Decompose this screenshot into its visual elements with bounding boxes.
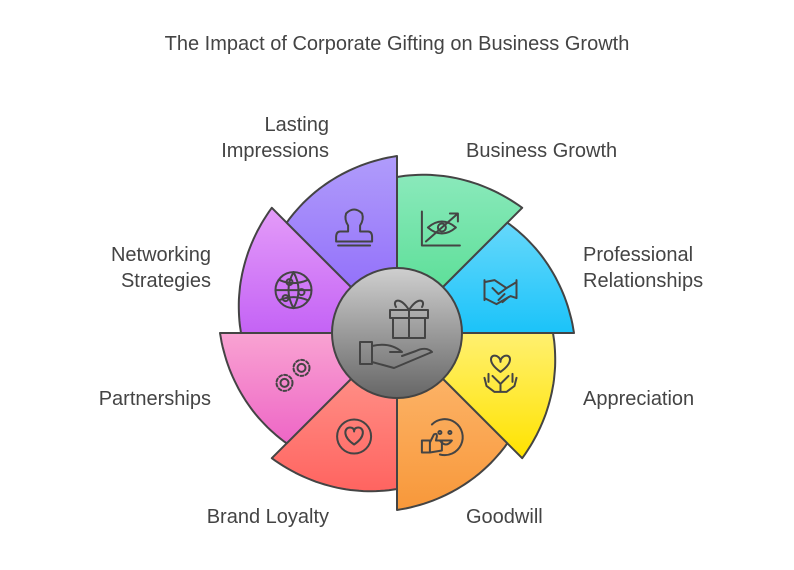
label-goodwill: Goodwill [466, 506, 543, 528]
hands-heart-icon [483, 354, 518, 393]
gift-in-hand-icon [359, 299, 433, 369]
label-partnerships: Partnerships [98, 388, 211, 410]
gears-icon [275, 358, 311, 392]
smile-thumbs-up-icon [420, 418, 464, 457]
globe-network-icon [274, 271, 313, 310]
label-professional-relationships: Professional Relationships [583, 244, 704, 292]
heart-circle-icon [336, 418, 373, 455]
center-hub [331, 267, 463, 399]
handshake-icon [483, 279, 518, 306]
label-appreciation: Appreciation [583, 388, 695, 410]
label-business-growth: Business Growth [466, 140, 618, 162]
label-networking-strategies: Networking Strategies [110, 244, 211, 292]
label-lasting-impressions: Lasting Impressions [221, 114, 329, 162]
stamp-icon [335, 208, 374, 247]
label-brand-loyalty: Brand Loyalty [206, 506, 329, 528]
growth-eye-icon [420, 210, 461, 247]
diagram-title: The Impact of Corporate Gifting on Busin… [164, 33, 630, 55]
